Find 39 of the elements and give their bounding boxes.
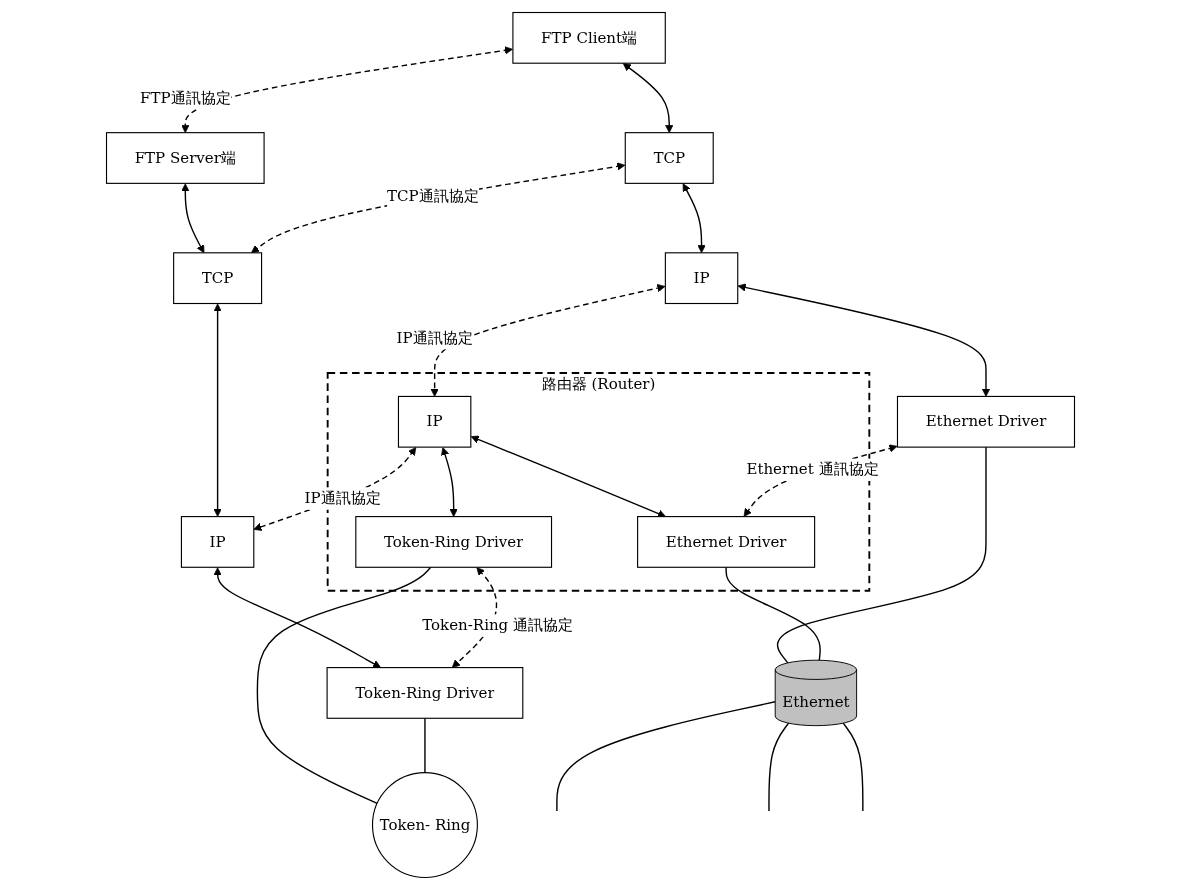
node-box: Ethernet Driver [637,515,816,568]
arrow [441,446,458,517]
arrow [743,443,898,517]
connector [424,717,426,773]
arrow [451,566,498,668]
connector [842,721,864,812]
connector [725,566,821,661]
arrow [253,446,417,531]
node-box: FTP Client端 [512,11,666,64]
arrow [682,182,706,253]
connector [556,700,776,812]
node-box: IP [664,251,739,304]
node-box: FTP Server端 [105,131,265,184]
arrow [181,182,205,253]
arrow [430,283,666,397]
arrow [470,435,666,518]
node-box: IP [180,515,255,568]
connector [776,445,987,664]
edge-label: TCP通訊協定 [387,186,479,205]
node-circle: Token- Ring [371,771,478,878]
edge-label: IP通訊協定 [396,328,473,347]
arrow [737,282,991,397]
node-box: TCP [624,131,714,184]
arrow [213,566,381,668]
node-box: Ethernet Driver [896,395,1076,448]
arrow [213,303,222,517]
arrow [622,62,674,133]
edge-label: Token-Ring 通訊協定 [422,615,574,634]
connector [768,721,790,812]
node-box: Token-Ring Driver [326,666,524,719]
node-box: TCP [173,251,263,304]
arrow [251,161,626,253]
arrow [181,45,513,133]
edge-label: FTP通訊協定 [139,88,231,106]
edge-label: Ethernet 通訊協定 [746,459,879,478]
node-box: IP [397,395,472,448]
edge-label: IP通訊協定 [304,488,381,507]
node-box: Token-Ring Driver [355,515,553,568]
connector [256,566,432,804]
